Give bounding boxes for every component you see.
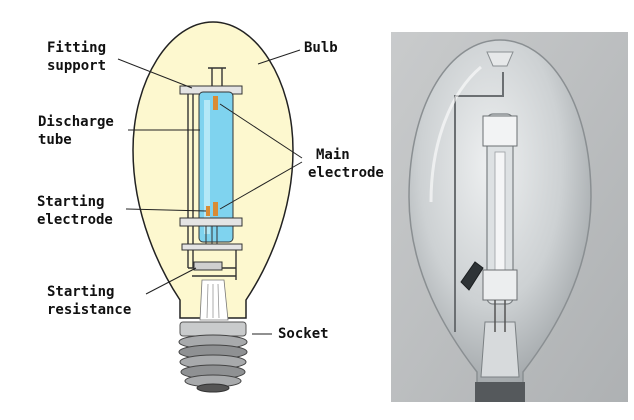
leader-starting-resistance xyxy=(145,267,197,295)
starting-electrode-shape xyxy=(206,206,210,216)
tube-highlight xyxy=(204,100,210,234)
socket-collar xyxy=(179,321,247,337)
photo-stem xyxy=(480,321,520,378)
socket-threads xyxy=(178,334,248,393)
bottom-clamp xyxy=(179,217,243,227)
photo-lower-pinch xyxy=(482,269,518,301)
label-starting-resistance: Starting resistance xyxy=(47,284,132,318)
label-main-electrode: Main electrode xyxy=(308,147,384,181)
leader-fitting-support xyxy=(117,58,193,89)
lead-wires xyxy=(205,226,218,244)
leader-lines xyxy=(117,49,303,335)
glass-stem xyxy=(199,279,229,321)
leader-starting-electrode xyxy=(125,208,207,212)
lower-platform xyxy=(181,243,243,251)
photo-glass-highlight xyxy=(429,65,482,203)
photo-base xyxy=(475,382,525,402)
leader-bulb xyxy=(257,49,301,65)
leader-main-electrode-bottom xyxy=(219,161,303,210)
photo-upper-pinch xyxy=(482,115,518,147)
label-discharge-tube: Discharge tube xyxy=(38,114,114,148)
lamp-photo xyxy=(391,32,628,402)
label-fitting-support: Fitting support xyxy=(47,40,107,74)
label-socket: Socket xyxy=(278,326,329,342)
photo-tip xyxy=(486,51,514,67)
stem-lines xyxy=(206,283,220,319)
starting-resistance-shape xyxy=(193,261,223,271)
label-bulb: Bulb xyxy=(304,40,338,56)
leader-main-electrode-top xyxy=(219,103,303,159)
photo-arc-tube-core xyxy=(494,151,506,273)
main-electrode-top-shape xyxy=(213,96,218,110)
photo-frame-wire xyxy=(454,72,504,332)
lamp-photo-illustration xyxy=(391,32,628,402)
label-starting-electrode: Starting electrode xyxy=(37,194,113,228)
main-electrode-bottom-shape xyxy=(213,202,218,216)
photo-resistor xyxy=(460,261,484,291)
